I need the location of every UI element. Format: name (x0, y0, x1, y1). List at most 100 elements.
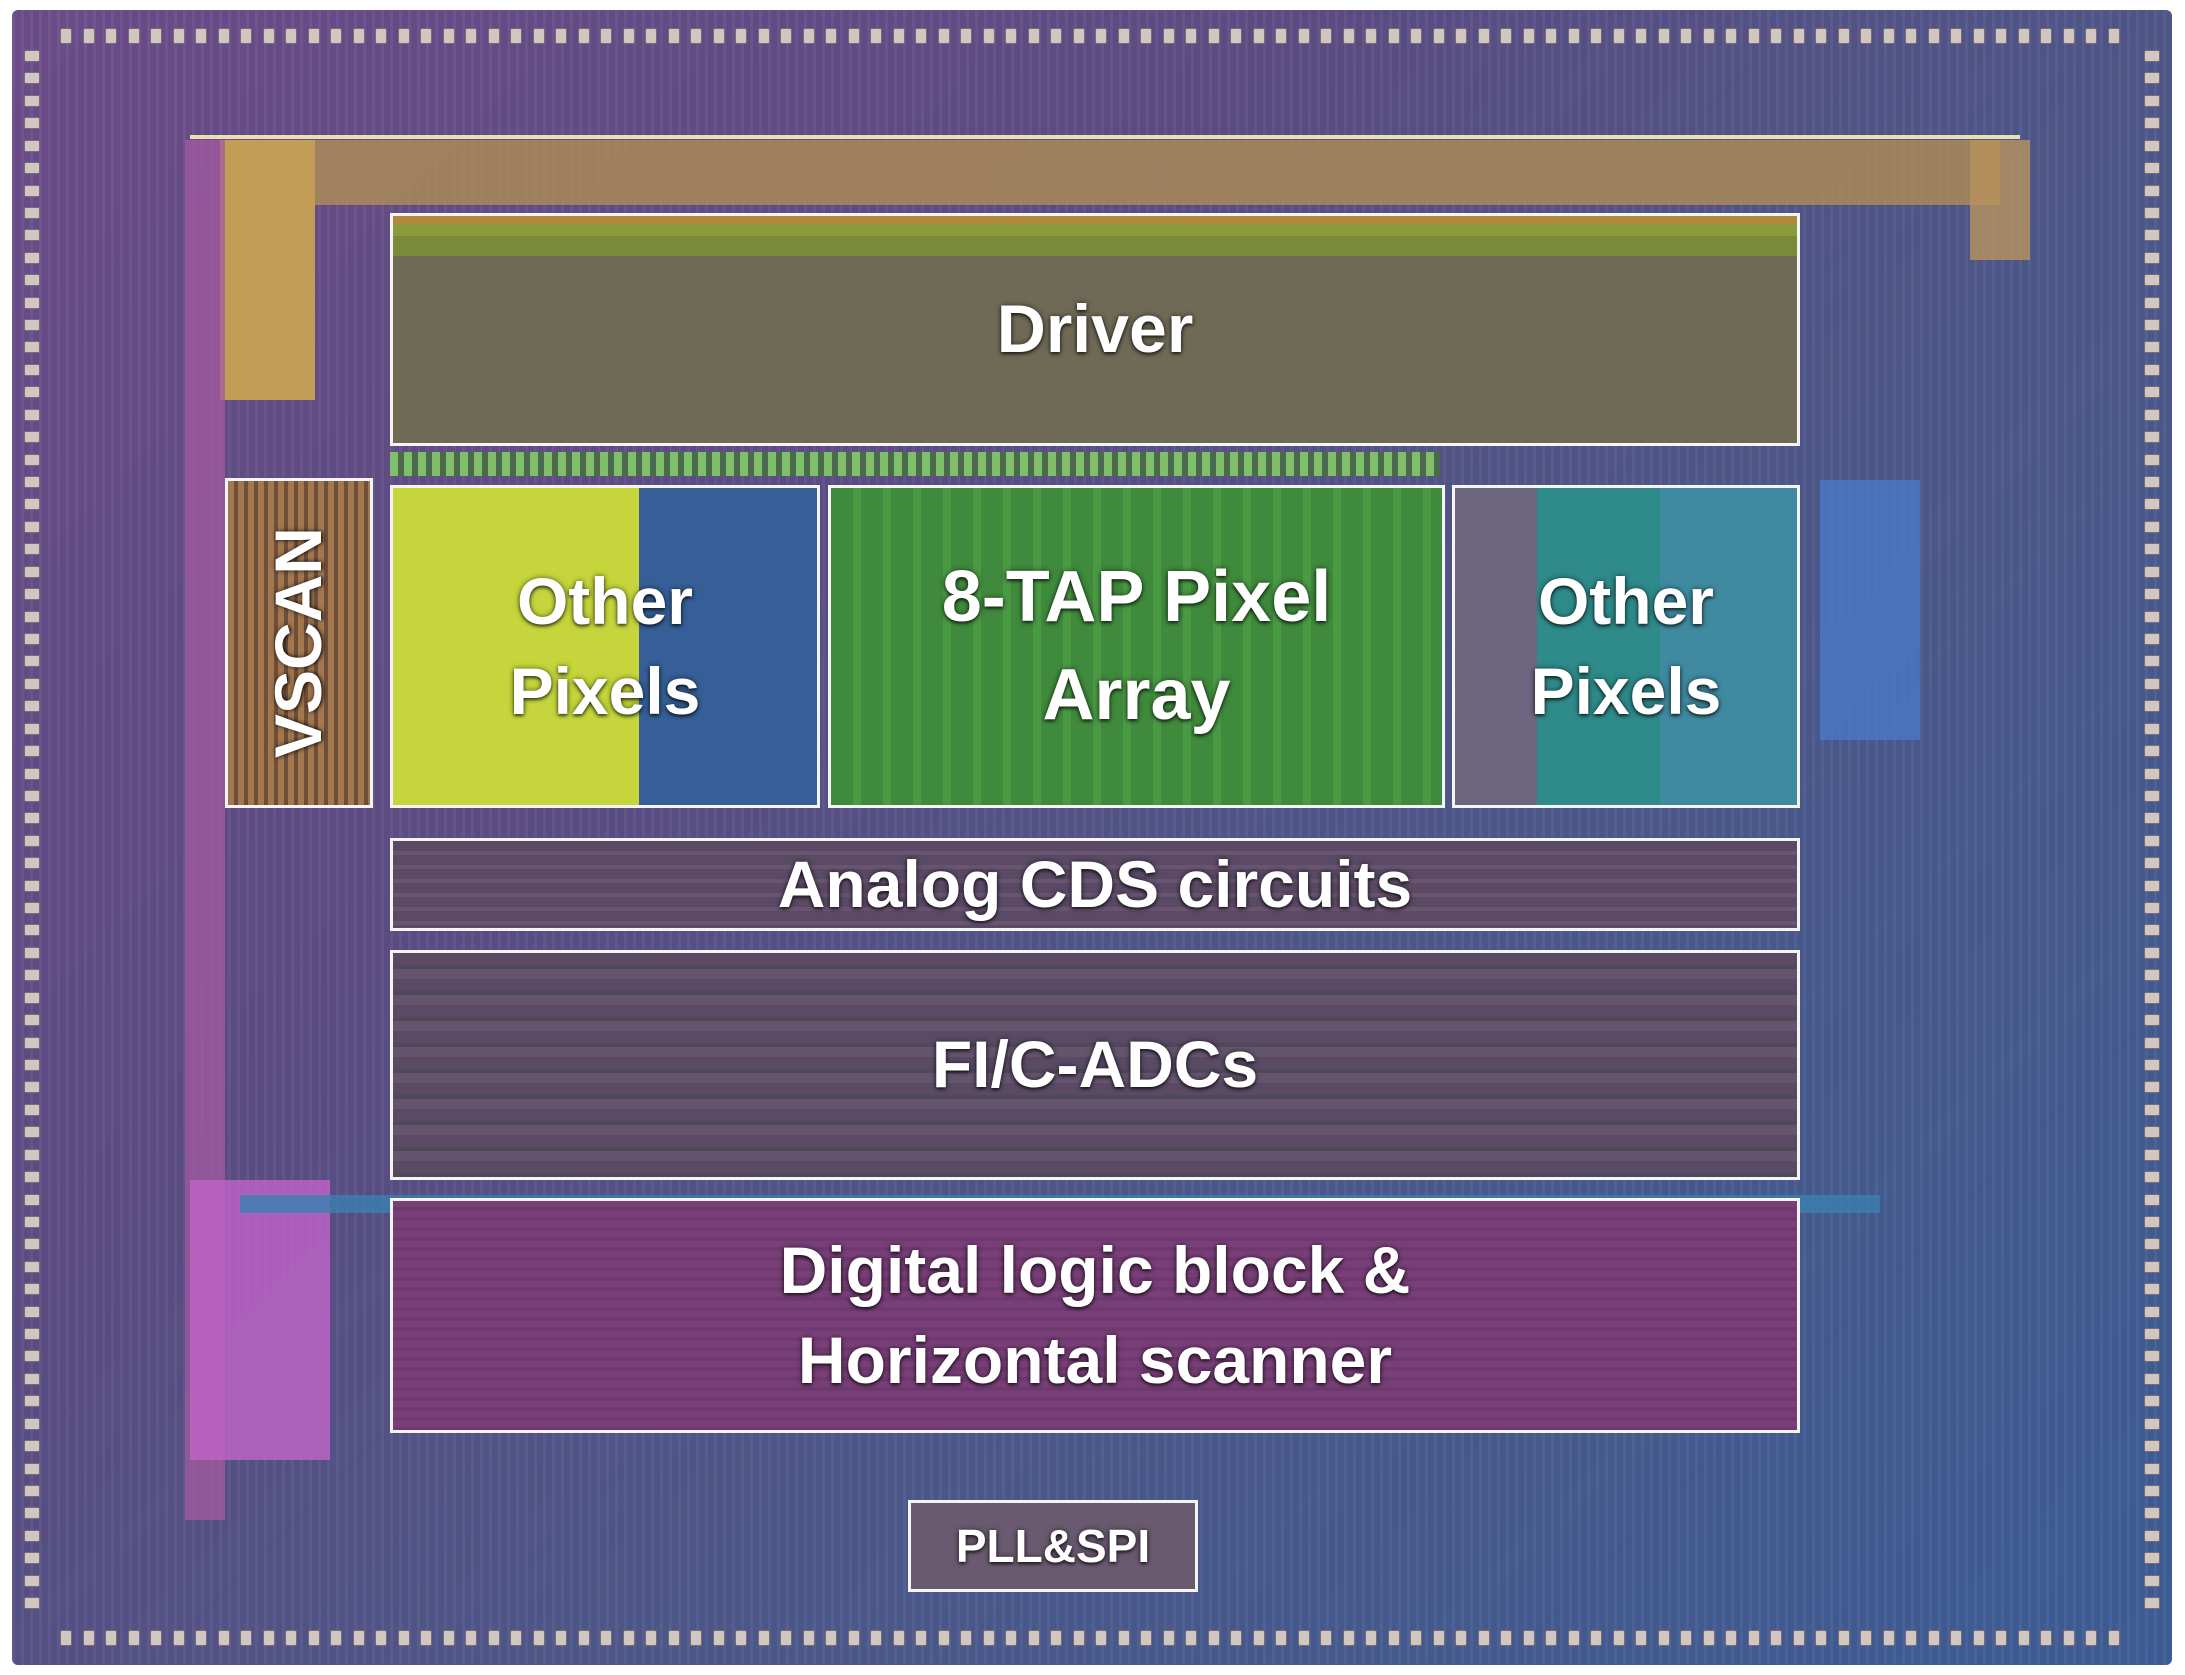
bond-pad (1095, 28, 1107, 44)
bond-pad (285, 28, 297, 44)
bond-pad (892, 28, 905, 44)
bond-pad (1770, 28, 1782, 44)
bond-pad (24, 1238, 40, 1251)
bond-pad (2144, 745, 2160, 758)
bond-pad (2144, 520, 2160, 533)
bond-pad (2144, 117, 2160, 130)
bond-pad (1140, 28, 1152, 44)
bond-pad (1972, 1630, 1985, 1646)
die-region-top-gold (220, 140, 2000, 205)
bond-pad (600, 1630, 612, 1646)
bond-pad (2144, 1283, 2160, 1296)
bond-pad (1365, 28, 1377, 44)
bond-pad (2144, 206, 2160, 219)
bond-pad (937, 1630, 950, 1646)
other-pixels-left-line2: Pixels (509, 653, 701, 728)
bond-pad (2144, 902, 2160, 915)
bond-pad (24, 386, 40, 399)
bond-pad (2144, 1395, 2160, 1408)
bond-pad (2040, 28, 2052, 44)
bond-pad (24, 453, 40, 466)
bond-pad (82, 1630, 95, 1646)
bond-pad (24, 1081, 40, 1094)
bond-pad (2144, 1417, 2160, 1430)
bond-pad (1792, 28, 1805, 44)
bond-pad (712, 28, 725, 44)
tap-pixel-array-line2: Array (1042, 654, 1231, 735)
bond-pad (1095, 1630, 1107, 1646)
bond-pad (2144, 1260, 2160, 1273)
bond-pad (24, 1328, 40, 1341)
bond-pad (262, 1630, 275, 1646)
bond-pad (1230, 1630, 1242, 1646)
bond-pad (1567, 1630, 1580, 1646)
bond-pad (1612, 1630, 1625, 1646)
bond-pad (442, 28, 455, 44)
bond-pad (2144, 1103, 2160, 1116)
bond-pad (1365, 1630, 1377, 1646)
bond-pad (802, 28, 815, 44)
bond-pad (1995, 1630, 2007, 1646)
bond-pad (2144, 139, 2160, 152)
bond-pad (24, 1597, 40, 1610)
bond-pad (915, 28, 927, 44)
bond-pad (1185, 1630, 1197, 1646)
bond-pad (2144, 946, 2160, 959)
bond-pad (24, 1417, 40, 1430)
bond-pad (24, 1485, 40, 1497)
driver-block: Driver (390, 213, 1800, 446)
bond-pad (487, 1630, 500, 1646)
bond-pad (2144, 632, 2160, 645)
bond-pad (1882, 28, 1895, 44)
bond-pad (735, 1630, 747, 1646)
tap-pixel-array-block: 8-TAP Pixel Array (828, 485, 1445, 808)
pads-top (60, 28, 2120, 46)
bond-pad (2144, 610, 2160, 623)
bond-pad (2144, 991, 2160, 1004)
bond-pad (847, 1630, 860, 1646)
bond-pad (1770, 1630, 1782, 1646)
bond-pad (24, 139, 40, 152)
bond-pad (2144, 386, 2160, 399)
bond-pad (24, 722, 40, 735)
pads-right (2144, 50, 2162, 1610)
bond-pad (420, 28, 432, 44)
bond-pad (24, 1215, 40, 1228)
driver-label: Driver (996, 290, 1194, 367)
bond-pad (1387, 28, 1400, 44)
bond-pad (352, 28, 365, 44)
bond-pad (2144, 453, 2160, 466)
die-region-right-blue (1820, 480, 1920, 740)
bond-pad (2144, 50, 2160, 62)
bond-pad (1792, 1630, 1805, 1646)
bond-pad (24, 117, 40, 130)
bond-pad (510, 1630, 522, 1646)
bond-pad (802, 1630, 815, 1646)
bond-pad (1927, 1630, 1940, 1646)
bond-pad (24, 969, 40, 982)
bond-pad (2144, 1529, 2160, 1542)
bond-pad (2144, 1350, 2160, 1363)
bond-pad (1860, 1630, 1872, 1646)
bond-pad (1207, 28, 1220, 44)
bond-pad (2144, 565, 2160, 578)
bond-pad (127, 1630, 140, 1646)
bond-pad (1027, 28, 1040, 44)
bond-pad (2144, 1552, 2160, 1565)
bond-pad (1657, 28, 1670, 44)
bond-pad (960, 1630, 972, 1646)
bond-pad (2144, 1126, 2160, 1139)
bond-pad (397, 1630, 410, 1646)
bond-pad (2062, 1630, 2075, 1646)
bond-pad (24, 1058, 40, 1071)
bond-pad (1522, 1630, 1535, 1646)
bond-pad (2144, 363, 2160, 376)
bond-pad (24, 1350, 40, 1363)
bond-pad (24, 924, 40, 937)
pads-left (24, 50, 42, 1610)
bond-pad (2144, 498, 2160, 511)
bond-pad (24, 476, 40, 489)
bond-pad (757, 28, 770, 44)
bond-pad (690, 28, 702, 44)
bond-pad (780, 1630, 792, 1646)
